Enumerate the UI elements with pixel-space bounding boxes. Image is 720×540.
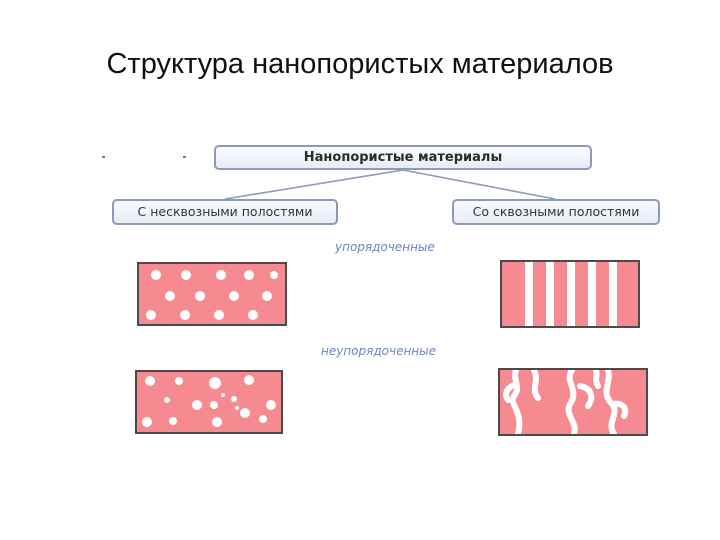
unordered-pores-graphic (142, 375, 276, 427)
closed-pores-label: С несквозными полостями (137, 204, 313, 219)
root-label: Нанопористые материалы (303, 150, 503, 165)
ordered-label: упорядоченные (335, 240, 435, 254)
closed-pores-unordered-panel (135, 370, 283, 434)
through-pores-ordered-panel (500, 260, 640, 328)
through-pores-box: Со сквозными полостями (452, 199, 660, 225)
through-pores-unordered-panel (498, 368, 648, 436)
unordered-label: неупорядоченные (321, 344, 437, 358)
connector-right (402, 169, 556, 200)
stray-dot (102, 156, 105, 158)
through-pores-label: Со сквозными полостями (472, 204, 640, 219)
ordered-channels-graphic (525, 262, 617, 326)
unordered-channels-graphic (503, 370, 629, 434)
ordered-pores-graphic (146, 270, 278, 320)
root-box: Нанопористые материалы (214, 145, 592, 170)
closed-pores-ordered-panel (137, 262, 287, 326)
slide-title: Структура нанопористых материалов (106, 48, 614, 80)
connector-left (224, 169, 404, 200)
closed-pores-box: С несквозными полостями (112, 199, 338, 225)
stray-dot (183, 156, 186, 158)
